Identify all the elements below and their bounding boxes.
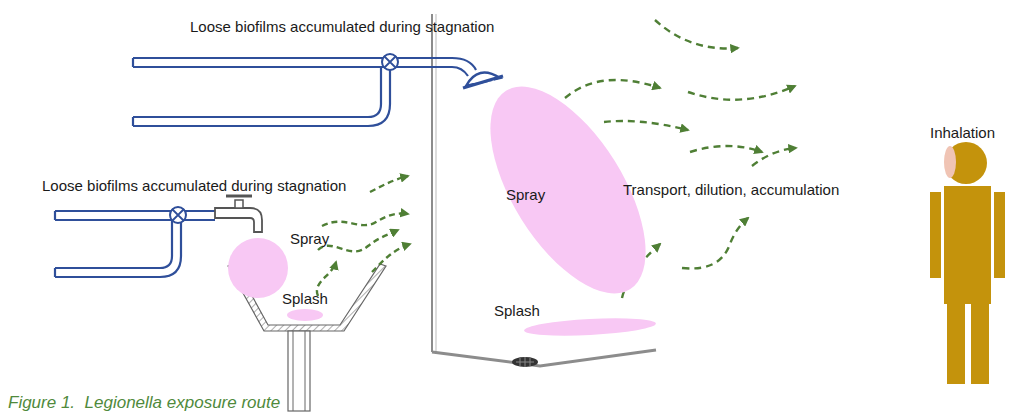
wall [436, 14, 437, 352]
pipe [55, 211, 215, 277]
pipe-note: Loose biofilms accumulated during stagna… [42, 177, 346, 194]
process-label: Transport, dilution, accumulation [623, 181, 839, 198]
pipe-note: Loose biofilms accumulated during stagna… [190, 18, 494, 35]
zone-ellipse [524, 316, 657, 339]
zone-ellipse [228, 238, 288, 298]
splash-label: Splash [282, 290, 328, 307]
splash-label: Splash [494, 302, 540, 319]
drain [512, 357, 538, 367]
transport-arrow [317, 176, 410, 296]
splash-zone: Splash [280, 290, 340, 324]
shower-floor [432, 350, 656, 366]
drain-pipe [305, 331, 306, 411]
drain-grate [516, 357, 534, 367]
spray-label: Spray [506, 186, 545, 203]
valve [170, 207, 186, 223]
drain-pipe [288, 331, 310, 411]
shower-head-face [463, 76, 503, 88]
drain-pipe [293, 331, 294, 411]
exposure-label: Inhalation [930, 124, 995, 141]
pipe [133, 58, 476, 126]
zone-ellipse [287, 309, 323, 321]
wall [431, 14, 433, 352]
valve [382, 54, 398, 70]
splash-zone: Splash [490, 300, 665, 340]
figure-caption: Figure 1. Legionella exposure route [8, 393, 280, 413]
breathing-zone [944, 146, 956, 178]
spray-label: Spray [290, 230, 329, 247]
faucet [215, 196, 262, 232]
person [930, 142, 1005, 384]
